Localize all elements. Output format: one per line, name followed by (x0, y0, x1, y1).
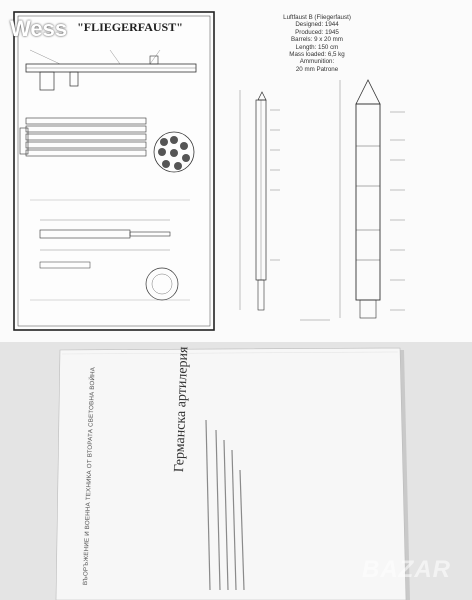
right-technical-drawing (239, 79, 405, 321)
watermark-bazar: BAZAR (362, 556, 451, 583)
spec-line: Designed: 1944 (295, 21, 339, 29)
spec-line: 20 mm Patrone (295, 65, 339, 73)
watermark-wess: Wess (10, 16, 68, 41)
spec-line: Luftfaust B (Fliegerfaust) (283, 14, 351, 21)
spec-line: Produced: 1945 (295, 28, 339, 36)
book-subtitle-lines (205, 419, 245, 591)
spec-line: Mass loaded: 6,5 kg (289, 51, 345, 59)
left-sheet-title: "FLIEGERFAUST" (77, 20, 183, 34)
spec-block: Luftfaust B (Fliegerfaust) Designed: 194… (252, 14, 382, 73)
spec-line: Ammunition: (299, 58, 335, 66)
book (55, 347, 410, 600)
left-drawing-frame (13, 11, 215, 331)
spec-line: Length: 150 cm (295, 43, 339, 51)
spec-line: Barrels: 9 x 20 mm (291, 36, 343, 44)
